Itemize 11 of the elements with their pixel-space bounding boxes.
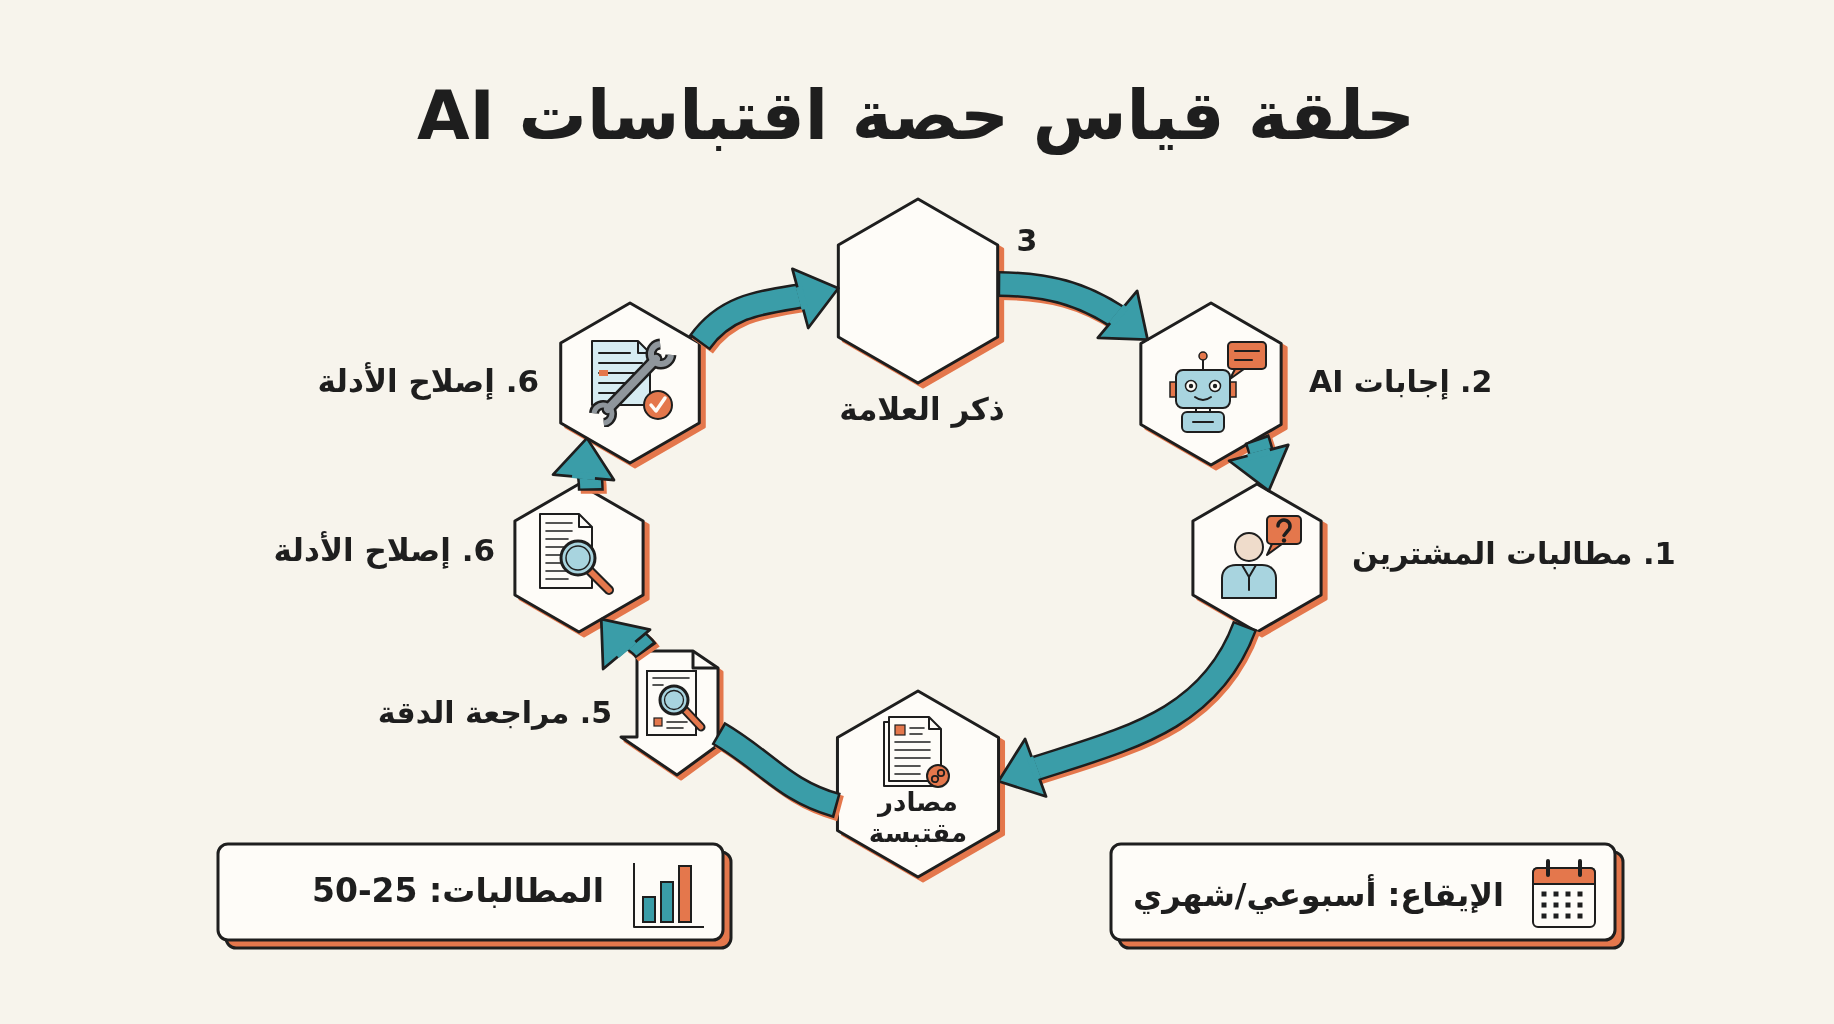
step-label: 1. مطالبات المشترين — [1352, 535, 1676, 573]
step-label: 5. مراجعة الدقة — [377, 695, 612, 731]
title: حلقة قياس حصة اقتباسات AI — [416, 75, 1416, 157]
callout-number: 3 — [1016, 223, 1038, 259]
step-label: 2. إجابات AI — [1309, 364, 1493, 400]
step-label: 6. إصلاح الأدلة — [273, 532, 495, 570]
step-label: ذكر العلامة — [839, 391, 1005, 429]
info-label: المطالبات: 25-50 — [311, 871, 604, 911]
step-label: مصادر مقتبسة — [867, 786, 969, 850]
step-label: 6. إصلاح الأدلة — [317, 363, 539, 401]
info-label: الإيقاع: أسبوعي/شهري — [1133, 875, 1504, 915]
